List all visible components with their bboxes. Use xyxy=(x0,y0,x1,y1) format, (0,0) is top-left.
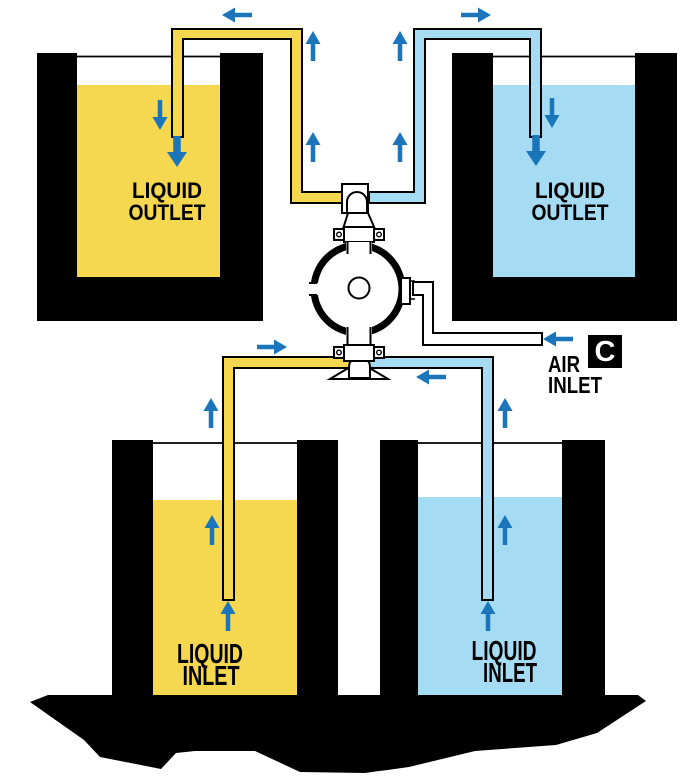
port-gap xyxy=(346,242,372,254)
flow-arrow-down-icon xyxy=(526,135,546,166)
pump-hub xyxy=(347,276,371,300)
flow-arrows xyxy=(152,7,573,631)
blue-outlet-pipe xyxy=(368,28,542,204)
bottom-clamp xyxy=(333,344,385,362)
air-supply-pipe xyxy=(412,281,543,346)
blue-liquid xyxy=(493,85,635,277)
ground xyxy=(30,695,646,773)
container-top-right xyxy=(452,53,677,321)
label-outlet-left-line1: LIQUID xyxy=(132,178,202,203)
clamp-bar xyxy=(343,344,375,362)
container-wall xyxy=(562,440,605,697)
label-inlet-left-line2: INLET xyxy=(183,660,240,691)
container-wall xyxy=(297,440,338,697)
container-wall xyxy=(37,53,77,321)
side-ticks xyxy=(309,282,317,296)
label-air-inlet-line1: AIR xyxy=(548,351,580,377)
container-wall xyxy=(112,440,153,697)
diaphragm-pump xyxy=(309,183,415,380)
flow-arrow-left-icon xyxy=(543,331,573,347)
flow-arrow-up-icon xyxy=(305,132,321,162)
flow-arrow-down-icon xyxy=(544,98,560,128)
label-inlet-right-line2: INLET xyxy=(483,657,537,688)
callout-letter: C xyxy=(595,336,616,368)
yellow-liquid xyxy=(77,85,220,277)
flow-arrow-down-icon xyxy=(152,100,168,130)
flow-arrow-up-icon xyxy=(480,601,496,631)
port-gap xyxy=(346,327,372,346)
container-wall xyxy=(220,53,263,321)
container-wall xyxy=(380,440,418,697)
discharge-dome xyxy=(346,191,368,213)
flow-arrow-up-icon xyxy=(392,31,408,61)
label-inlet-right-line1: LIQUID xyxy=(472,635,537,666)
flow-arrow-right-icon xyxy=(257,339,287,355)
air-fitting-ticks xyxy=(410,280,415,300)
flow-arrow-left-icon xyxy=(222,7,252,23)
bolt-hole xyxy=(376,349,383,356)
callout-c: C xyxy=(588,335,622,368)
port-walls xyxy=(346,327,372,346)
side-notch xyxy=(309,283,319,295)
flow-arrow-up-icon xyxy=(220,601,236,631)
flow-arrow-right-icon xyxy=(461,7,491,23)
container-wall xyxy=(452,53,493,321)
clamp-bar xyxy=(343,226,375,243)
flow-arrow-up-icon xyxy=(392,132,408,162)
bolt-hole xyxy=(376,231,383,238)
label-inlet-left-line1: LIQUID xyxy=(177,638,243,669)
flow-arrow-up-icon xyxy=(305,31,321,61)
flow-arrow-up-icon xyxy=(497,515,513,545)
flow-arrow-up-icon xyxy=(203,398,219,428)
label-air-inlet-line2: INLET xyxy=(548,372,602,398)
flow-arrow-left-icon xyxy=(416,369,446,385)
label-outlet-left-line2: OUTLET xyxy=(129,200,206,225)
bolt-hole xyxy=(336,349,343,356)
container-top-left xyxy=(37,53,263,321)
bolt-hole xyxy=(336,231,343,238)
container-bottom-left xyxy=(112,440,338,697)
port-walls xyxy=(346,242,372,254)
container-bottom xyxy=(452,277,677,321)
callout-box xyxy=(588,335,622,368)
flow-arrow-up-icon xyxy=(497,398,513,428)
label-outlet-right-line1: LIQUID xyxy=(535,178,605,203)
air-fitting xyxy=(400,277,411,305)
flow-arrow-down-icon xyxy=(167,136,187,167)
container-bottom xyxy=(37,277,263,321)
container-wall xyxy=(635,53,677,321)
label-outlet-right-line2: OUTLET xyxy=(532,200,609,225)
top-clamp xyxy=(333,226,385,243)
flow-arrow-up-icon xyxy=(204,515,220,545)
